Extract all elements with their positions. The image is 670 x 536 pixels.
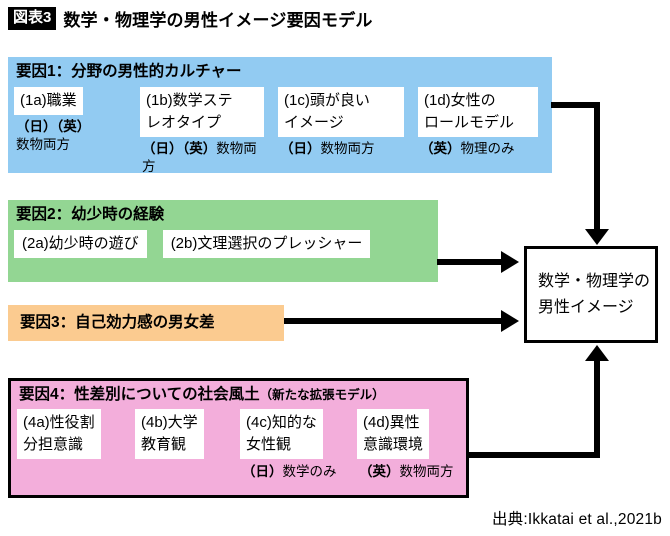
outcome-box: 数学・物理学の 男性イメージ — [524, 246, 658, 343]
outcome-label: 数学・物理学の 男性イメージ — [538, 272, 651, 316]
arrow-factor2-segment — [437, 259, 502, 265]
item-4d-label: (4d)異性 意識環境 — [357, 409, 430, 459]
item-1d-note: （英）物理のみ — [420, 140, 515, 156]
arrow-factor1-h-segment — [551, 102, 600, 108]
factor2-box: 要因2：幼少時の経験 (2a)幼少時の遊び (2b)文理選択のプレッシャー — [8, 200, 438, 282]
factor3-header: 要因3：自己効力感の男女差 — [20, 313, 215, 331]
item-4c-label: (4c)知的な 女性観 — [240, 409, 323, 459]
factor2-items-row: (2a)幼少時の遊び (2b)文理選択のプレッシャー — [14, 230, 432, 258]
arrow-factor1-head-icon — [585, 229, 609, 245]
item-1b-label: (1b)数学ステ レオタイプ — [140, 87, 264, 137]
item-1a-label: (1a)職業 — [14, 87, 83, 115]
arrow-factor3-head-icon — [501, 310, 519, 332]
factor4-item-4b: (4b)大学 教育観 — [135, 409, 220, 481]
item-1b-note: （日）（英）数物両方 — [142, 140, 257, 174]
item-1a-note: （日）（英） 数物両方 — [16, 118, 91, 153]
factor1-items-row: (1a)職業 （日）（英） 数物両方 (1b)数学ステ レオタイプ （日）（英）… — [14, 87, 546, 176]
factor4-box: 要因4：性差別についての社会風土（新たな拡張モデル） (4a)性役割 分担意識 … — [8, 378, 469, 498]
source-citation: 出典:Ikkatai et al.,2021b — [491, 511, 662, 528]
factor1-item-1a: (1a)職業 （日）（英） 数物両方 — [14, 87, 126, 176]
factor2-header: 要因2：幼少時の経験 — [16, 206, 165, 223]
factor3-box: 要因3：自己効力感の男女差 — [8, 305, 284, 341]
factor1-header: 要因1：分野の男性的カルチャー — [16, 63, 242, 80]
arrow-factor2-head-icon — [501, 251, 519, 273]
arrow-factor4-head-icon — [585, 345, 609, 361]
factor4-item-4a: (4a)性役割 分担意識 — [17, 409, 125, 481]
factor4-item-4d: (4d)異性 意識環境 （英）数物両方 — [357, 409, 457, 481]
factor4-header-suffix: （新たな拡張モデル） — [259, 388, 385, 402]
figure-title: 数学・物理学の男性イメージ要因モデル — [63, 11, 373, 30]
item-4b-label: (4b)大学 教育観 — [135, 409, 204, 459]
arrow-factor1-v-segment — [594, 102, 600, 230]
figure-title-row: 図表3 数学・物理学の男性イメージ要因モデル — [8, 6, 373, 31]
factor4-items-row: (4a)性役割 分担意識 (4b)大学 教育観 (4c)知的な 女性観 （日）数… — [17, 409, 460, 481]
arrow-factor4-v-segment — [594, 361, 600, 458]
item-4a-label: (4a)性役割 分担意識 — [17, 409, 101, 459]
item-4d-note: （英）数物両方 — [359, 463, 454, 479]
item-1d-label: (1d)女性の ロールモデル — [418, 87, 538, 137]
arrow-factor4-h-segment — [467, 452, 600, 458]
item-4c-note: （日）数学のみ — [242, 463, 337, 479]
arrow-factor3-segment — [284, 318, 502, 324]
item-1c-label: (1c)頭が良い イメージ — [278, 87, 404, 137]
factor1-box: 要因1：分野の男性的カルチャー (1a)職業 （日）（英） 数物両方 (1b)数… — [8, 57, 552, 176]
item-2a-label: (2a)幼少時の遊び — [14, 230, 147, 258]
factor1-item-1b: (1b)数学ステ レオタイプ （日）（英）数物両方 — [140, 87, 264, 176]
factor4-header: 要因4：性差別についての社会風土（新たな拡張モデル） — [19, 385, 460, 405]
factor1-item-1d: (1d)女性の ロールモデル （英）物理のみ — [418, 87, 538, 176]
item-2b-label: (2b)文理選択のプレッシャー — [162, 230, 371, 258]
factor1-item-1c: (1c)頭が良い イメージ （日）数物両方 — [278, 87, 404, 176]
figure-number-badge: 図表3 — [8, 7, 57, 30]
factor4-item-4c: (4c)知的な 女性観 （日）数学のみ — [240, 409, 340, 481]
item-1c-note: （日）数物両方 — [280, 140, 375, 156]
factor4-header-main: 要因4：性差別についての社会風土 — [19, 386, 260, 403]
